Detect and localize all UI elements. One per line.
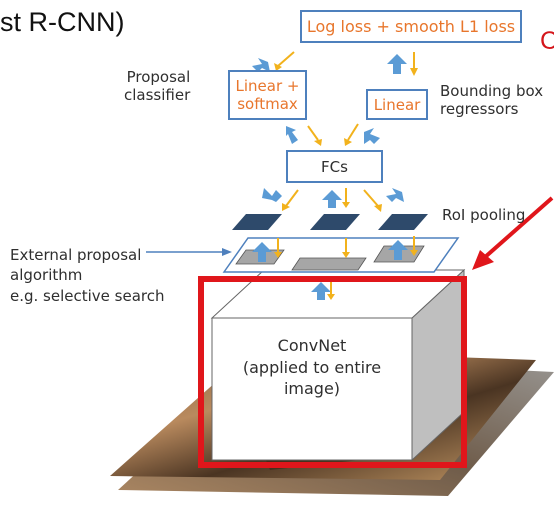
up-arrow-loss-right: [387, 54, 407, 74]
slide-corner-letter: C: [540, 27, 554, 55]
fcs-box: FCs: [286, 150, 383, 183]
up-arrow-roi-2: [322, 190, 342, 208]
up-arrow-feat-1: [252, 242, 272, 262]
down-arrow-reg: [344, 138, 352, 146]
down-arrow-feat-2: [342, 252, 350, 258]
down-arrow-fc-left: [282, 203, 290, 211]
regressor-box: Linear: [366, 89, 428, 120]
red-pointer-head: [472, 250, 494, 270]
down-arrow-loss-left: [274, 63, 282, 71]
label-external-proposal: External proposal algorithm e.g. selecti…: [10, 246, 165, 305]
slide-title: st R-CNN): [0, 7, 125, 37]
up-arrow-convnet: [311, 282, 331, 300]
up-arrow-reg: [364, 128, 380, 144]
down-arrow-feat-3: [410, 250, 418, 256]
down-arrows: [274, 51, 418, 300]
up-arrow-feat-3: [388, 240, 408, 260]
label-bbox-regressors: Bounding box regressors: [440, 82, 544, 118]
convnet-highlight-box: [198, 276, 467, 468]
down-arrow-cls: [314, 139, 322, 146]
up-arrow-fc-left: [262, 188, 282, 202]
up-arrow-loss-left: [252, 58, 270, 72]
down-arrow-roi-2: [342, 202, 350, 208]
down-arrow-fc-right: [374, 204, 382, 212]
proposal-region-2: [291, 257, 367, 271]
roi-pooled-2: [310, 214, 360, 230]
convnet-box-front: [211, 317, 413, 461]
down-arrow-convnet: [327, 294, 335, 300]
label-proposal-classifier: Proposal classifier: [124, 68, 191, 104]
classifier-box: Linear + softmax: [228, 70, 307, 120]
up-arrow-fc-right: [386, 188, 404, 202]
convnet-label: ConvNet (applied to entire image): [242, 336, 382, 399]
down-arrow-loss-right: [410, 68, 418, 76]
down-arrow-feat-1: [274, 252, 282, 258]
external-proposal-head: [222, 248, 232, 256]
label-roi-pooling: RoI pooling: [442, 206, 526, 224]
roi-pooled-1: [232, 214, 282, 230]
loss-box: Log loss + smooth L1 loss: [300, 10, 522, 43]
up-arrows: [252, 54, 408, 300]
red-pointer-line: [482, 196, 554, 260]
roi-pooled-3: [378, 214, 428, 230]
up-arrow-cls: [286, 126, 298, 144]
